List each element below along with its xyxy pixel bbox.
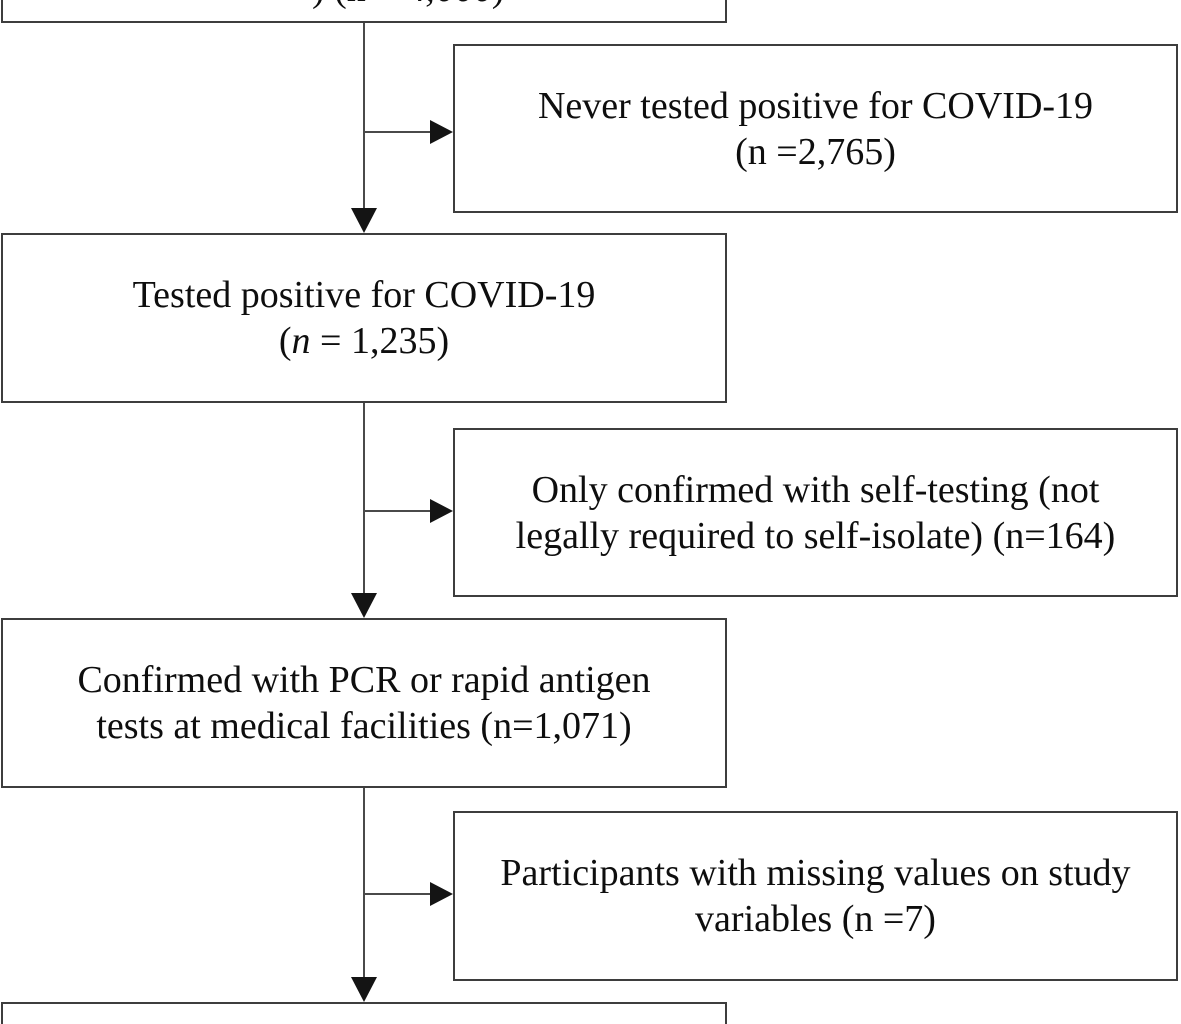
flow-box-missing-values: Participants with missing values on stud… bbox=[453, 811, 1178, 981]
flow-box-confirmed-medical-line2: tests at medical facilities (n=1,071) bbox=[96, 705, 632, 747]
arrow-right-icon bbox=[430, 120, 453, 144]
flow-box-confirmed-medical-line1: Confirmed with PCR or rapid antigen bbox=[77, 659, 651, 701]
flow-box-tested-positive: Tested positive for COVID-19 (n = 1,235) bbox=[1, 233, 727, 403]
arrow-down-icon bbox=[351, 208, 377, 233]
flow-line-confirmed-to-final bbox=[363, 788, 365, 980]
flow-box-never-tested: Never tested positive for COVID-19 (n =2… bbox=[453, 44, 1178, 213]
flow-box-only-self-testing-line2: legally required to self-isolate) (n=164… bbox=[515, 514, 1116, 557]
flow-box-missing-values-line1: Participants with missing values on stud… bbox=[500, 852, 1131, 894]
flow-box-source-text: ) (n = 4,000) bbox=[312, 0, 504, 12]
arrow-right-icon bbox=[430, 882, 453, 906]
flow-box-never-tested-count: (n =2,765) bbox=[735, 130, 896, 173]
flow-box-final-sample bbox=[1, 1002, 727, 1024]
flow-line-tested-to-confirmed bbox=[363, 403, 365, 596]
flow-box-never-tested-line1: Never tested positive for COVID-19 bbox=[537, 84, 1094, 127]
arrow-down-icon bbox=[351, 593, 377, 618]
count-value: = 1,235) bbox=[310, 320, 450, 362]
flow-line-branch-missing-values bbox=[364, 893, 432, 895]
arrow-down-icon bbox=[351, 977, 377, 1002]
flow-box-tested-positive-count: (n = 1,235) bbox=[279, 318, 449, 364]
flow-box-tested-positive-line1: Tested positive for COVID-19 bbox=[132, 274, 596, 316]
flow-box-only-self-testing: Only confirmed with self-testing (not le… bbox=[453, 428, 1178, 597]
flow-line-source-to-tested bbox=[363, 23, 365, 211]
flow-box-confirmed-medical: Confirmed with PCR or rapid antigen test… bbox=[1, 618, 727, 788]
arrow-right-icon bbox=[430, 499, 453, 523]
paren-open: ( bbox=[278, 320, 292, 362]
flow-box-only-self-testing-line1: Only confirmed with self-testing (not bbox=[531, 468, 1100, 511]
flow-line-branch-self-testing bbox=[364, 510, 432, 512]
italic-n: n bbox=[291, 320, 311, 362]
flow-box-source: ) (n = 4,000) bbox=[1, 0, 727, 23]
flow-line-branch-never-tested bbox=[364, 131, 432, 133]
flow-box-missing-values-line2: variables (n =7) bbox=[695, 898, 936, 940]
